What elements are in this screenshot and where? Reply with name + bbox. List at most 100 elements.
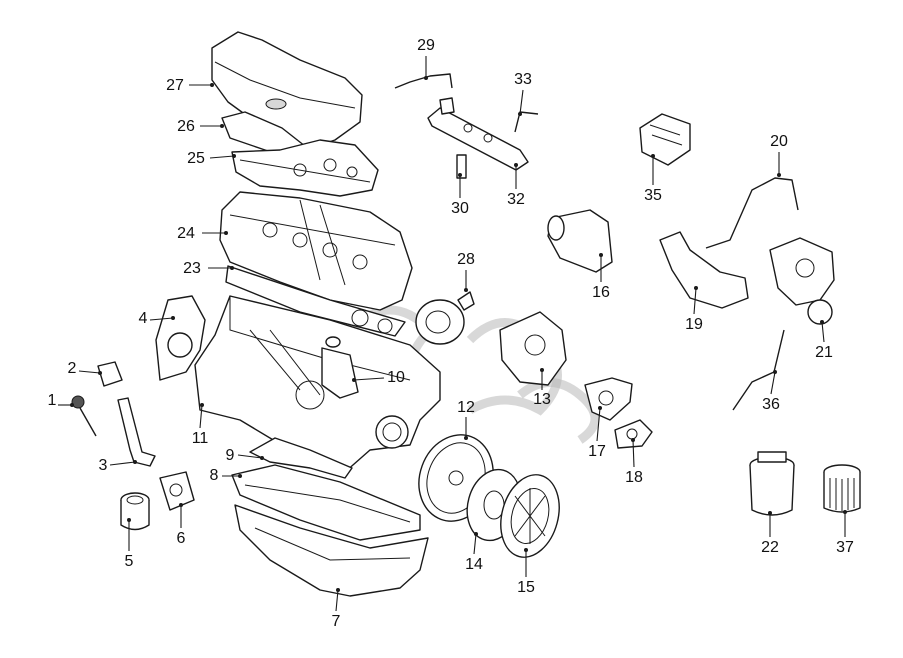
part-oil-return-pipe <box>732 329 785 411</box>
callout-dot <box>518 112 522 116</box>
callout-21: 21 <box>815 320 833 361</box>
callout-number: 8 <box>210 467 219 484</box>
callout-4: 4 <box>139 310 175 327</box>
callout-36: 36 <box>762 370 780 413</box>
callout-15: 15 <box>517 548 535 596</box>
callout-dot <box>474 532 478 536</box>
callout-8: 8 <box>210 467 242 484</box>
callout-dot <box>843 510 847 514</box>
callout-number: 20 <box>770 133 788 150</box>
callout-dot <box>98 371 102 375</box>
callout-5: 5 <box>125 518 134 570</box>
part-oil-cooler <box>159 471 195 511</box>
callout-dot <box>70 403 74 407</box>
callout-37: 37 <box>836 510 854 556</box>
callout-number: 4 <box>139 310 148 327</box>
callout-1: 1 <box>48 392 74 409</box>
callout-leader <box>770 371 776 395</box>
callout-30: 30 <box>451 173 469 217</box>
callout-leader <box>199 404 203 429</box>
callout-leader <box>109 461 136 466</box>
callout-dot <box>127 518 131 522</box>
part-engine-mount <box>584 377 633 421</box>
callout-9: 9 <box>226 447 264 464</box>
callout-dot <box>336 588 340 592</box>
callout-dot <box>777 173 781 177</box>
callout-dot <box>524 548 528 552</box>
part-oil-pan-gasket <box>231 464 421 541</box>
callout-number: 2 <box>68 360 77 377</box>
callout-3: 3 <box>99 457 137 474</box>
callout-dot <box>171 316 175 320</box>
callout-35: 35 <box>644 154 662 204</box>
part-fuel-line <box>394 73 453 89</box>
callout-17: 17 <box>588 406 606 460</box>
callout-leader <box>596 407 601 442</box>
part-fuel-filter <box>749 451 795 516</box>
part-injector <box>456 154 467 179</box>
callout-number: 16 <box>592 284 610 301</box>
callout-18: 18 <box>625 438 643 486</box>
callout-22: 22 <box>761 511 779 556</box>
part-oil-pan-upper <box>249 437 353 479</box>
callout-number: 19 <box>685 316 703 333</box>
callout-leader <box>353 377 385 381</box>
callout-dot <box>631 438 635 442</box>
callout-leader <box>149 317 174 321</box>
callout-number: 21 <box>815 344 833 361</box>
callout-number: 3 <box>99 457 108 474</box>
callout-number: 10 <box>387 369 405 386</box>
callout-11: 11 <box>192 403 208 447</box>
callout-dot <box>820 320 824 324</box>
callout-dot <box>224 231 228 235</box>
callout-number: 37 <box>836 539 854 556</box>
callout-leader <box>473 533 477 555</box>
part-oil-pan <box>234 504 429 597</box>
callout-dot <box>694 286 698 290</box>
part-camshaft-cover <box>231 139 379 197</box>
callout-dot <box>179 503 183 507</box>
callout-13: 13 <box>533 368 551 408</box>
part-turbocharger <box>769 237 835 325</box>
callout-number: 12 <box>457 399 475 416</box>
callout-number: 33 <box>514 71 532 88</box>
part-engine-cover <box>211 31 363 151</box>
part-fuel-pump <box>415 291 475 345</box>
callout-number: 26 <box>177 118 195 135</box>
callout-number: 23 <box>183 260 201 277</box>
callout-leader <box>519 89 524 115</box>
callout-dot <box>540 368 544 372</box>
callout-29: 29 <box>417 37 435 80</box>
part-filter-element <box>823 464 861 513</box>
callout-20: 20 <box>770 133 788 177</box>
callout-number: 36 <box>762 396 780 413</box>
part-coolant-pipe <box>705 177 799 249</box>
part-thermostat-housing <box>499 311 567 386</box>
part-pressure-plate <box>500 474 560 558</box>
callout-dot <box>599 253 603 257</box>
part-dipstick <box>71 395 97 437</box>
callout-dot <box>458 173 462 177</box>
callout-dot <box>230 266 234 270</box>
callout-19: 19 <box>685 286 703 333</box>
callout-dot <box>220 124 224 128</box>
callout-leader <box>78 370 101 374</box>
callout-25: 25 <box>187 150 236 167</box>
callout-dot <box>232 154 236 158</box>
callout-number: 32 <box>507 191 525 208</box>
callout-10: 10 <box>352 369 405 386</box>
callout-leader <box>693 287 697 315</box>
callout-dot <box>238 474 242 478</box>
callout-16: 16 <box>592 253 610 301</box>
callout-27: 27 <box>166 77 214 94</box>
callout-leader <box>209 155 235 159</box>
callout-7: 7 <box>332 588 341 630</box>
callout-leader <box>632 439 635 468</box>
callout-number: 24 <box>177 225 195 242</box>
part-engine-block <box>194 295 441 473</box>
callout-dot <box>598 406 602 410</box>
callout-28: 28 <box>457 251 475 292</box>
callout-number: 7 <box>332 613 341 630</box>
part-starter-motor <box>547 209 613 273</box>
callout-number: 25 <box>187 150 205 167</box>
